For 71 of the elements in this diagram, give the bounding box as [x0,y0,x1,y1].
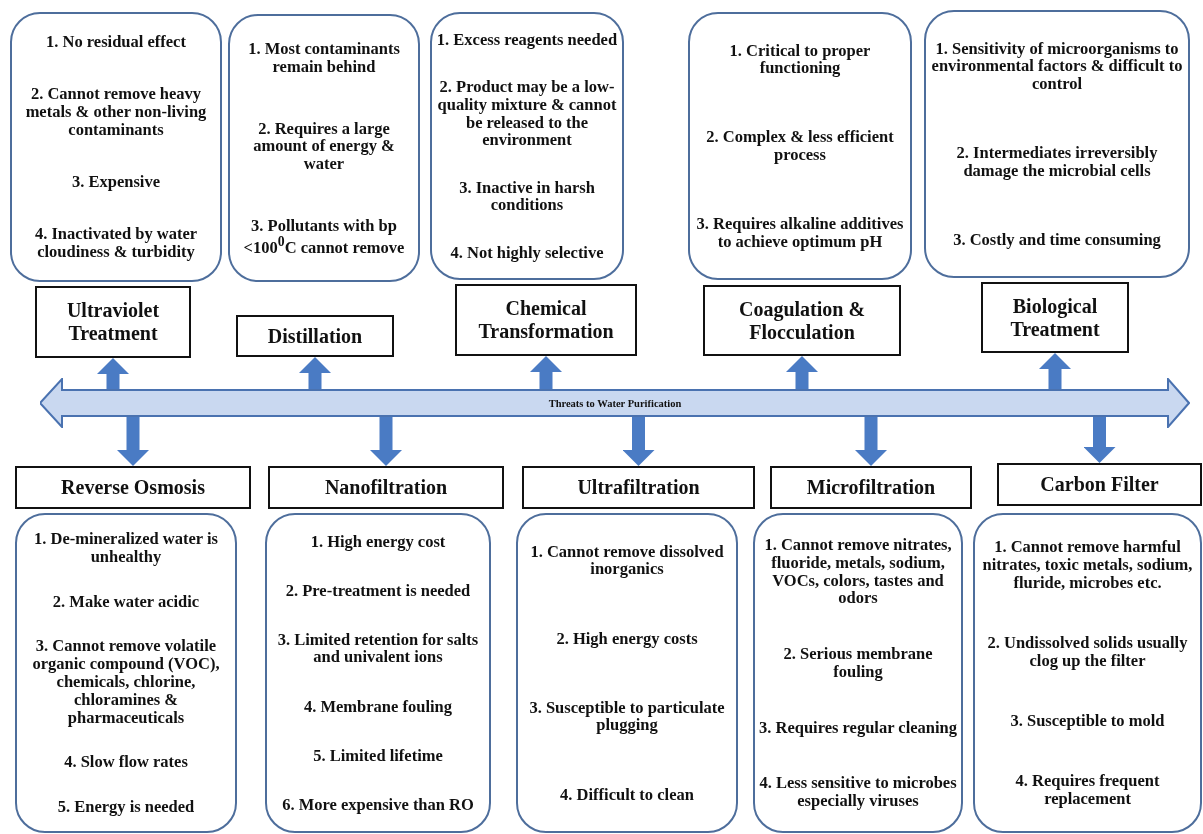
list-item: 3. Requires alkaline additives to achieve optimum pH [695,214,905,251]
block-arrow [1039,353,1071,390]
list-item: 3. Pollutants with bp <100$^{0}$C cannot remove [242,216,406,257]
list-item: 2. Product may be a low-quality mixture & cannot be released to the environment [436,77,618,150]
list-item: 3. Expensive [71,173,161,191]
label-box: Distillation [236,315,394,357]
rounded-box [753,513,963,833]
rounded-box [924,10,1190,278]
label-box: Carbon Filter [997,463,1202,506]
list-item: 4. Difficult to clean [559,785,695,804]
block-arrow [622,416,655,466]
list-item: 4. Less sensitive to microbes especially viruses [758,774,958,811]
list-item: 2. Intermediates irreversibly damage the microbial cells [955,144,1159,180]
rounded-box [430,12,624,280]
list-item: 3. Susceptible to particulate plugging [528,698,726,735]
list-item: 3. Limited retention for salts and univalent ions [276,630,480,667]
list-item: 2. Complex & less efficient process [705,128,895,164]
list-item: 3. Inactive in harsh conditions [458,178,596,215]
block-arrow [530,356,562,390]
label-box: Microfiltration [770,466,972,509]
block-arrow [299,357,331,390]
list-item: 2. Pre-treatment is needed [284,581,472,600]
block-arrow [117,416,149,466]
list-item: 1. No residual effect [45,33,187,51]
band-label: Threats to Water Purification [548,397,682,409]
label-box: Nanofiltration [268,466,504,509]
block-arrow [855,416,887,466]
rounded-box [15,513,237,833]
list-item: 4. Slow flow rates [63,753,189,771]
list-item: 5. Energy is needed [56,797,196,816]
list-item: 1. Sensitivity of microorganisms to environmental factors & difficult to control [930,39,1184,93]
list-item: 4. Membrane fouling [302,697,453,716]
list-item: 2. High energy costs [555,629,699,648]
list-item: 6. More expensive than RO [281,795,475,814]
label-box: Biological Treatment [981,282,1129,353]
list-item: 3. Susceptible to mold [1009,712,1166,730]
list-item: 1. Cannot remove harmful nitrates, toxic metals, sodium, fluride, microbes etc. [981,538,1194,592]
rounded-box [228,14,420,282]
list-item: 5. Limited lifetime [312,746,444,765]
list-item: 1. Cannot remove dissolved inorganics [529,542,725,579]
list-item: 2. Make water acidic [51,592,201,611]
list-item: 4. Requires frequent replacement [1014,772,1161,808]
list-item: 1. Most contaminants remain behind [247,39,401,76]
list-item: 3. Cannot remove volatile organic compound (VOC), chemicals, chlorine, chloramines & pharmaceuticals [31,637,221,727]
block-arrow [1083,416,1116,463]
block-arrow [97,358,129,390]
rounded-box [265,513,491,833]
list-item: 1. Excess reagents needed [435,30,619,49]
list-item: 3. Requires regular cleaning [758,718,958,737]
list-item: 2. Cannot remove heavy metals & other non-living contaminants [24,85,208,139]
list-item: 2. Serious membrane fouling [782,645,934,681]
rounded-box [516,513,738,833]
block-arrow [786,356,818,390]
label-box: Ultrafiltration [522,466,755,509]
list-item: 1. Critical to proper functioning [728,41,872,78]
label-box: Chemical Transformation [455,284,637,356]
rounded-box [10,12,222,282]
list-item: 1. Cannot remove nitrates, fluoride, metals, sodium, VOCs, colors, tastes and odors [763,535,953,608]
label-box: Coagulation & Flocculation [703,285,901,356]
block-arrow [370,416,402,466]
label-box: Ultraviolet Treatment [35,286,191,358]
list-item: 2. Requires a large amount of energy & water [252,119,396,173]
list-item: 4. Inactivated by water cloudiness & turbidity [33,225,199,261]
label-box: Reverse Osmosis [15,466,251,509]
rounded-box [688,12,912,280]
list-item: 2. Undissolved solids usually clog up the filter [986,634,1189,670]
list-item: 1. De-mineralized water is unhealthy [33,530,219,566]
list-item: 1. High energy cost [309,532,447,551]
list-item: 4. Not highly selective [449,243,605,262]
list-item: 3. Costly and time consuming [952,230,1162,249]
rounded-box [973,513,1202,833]
